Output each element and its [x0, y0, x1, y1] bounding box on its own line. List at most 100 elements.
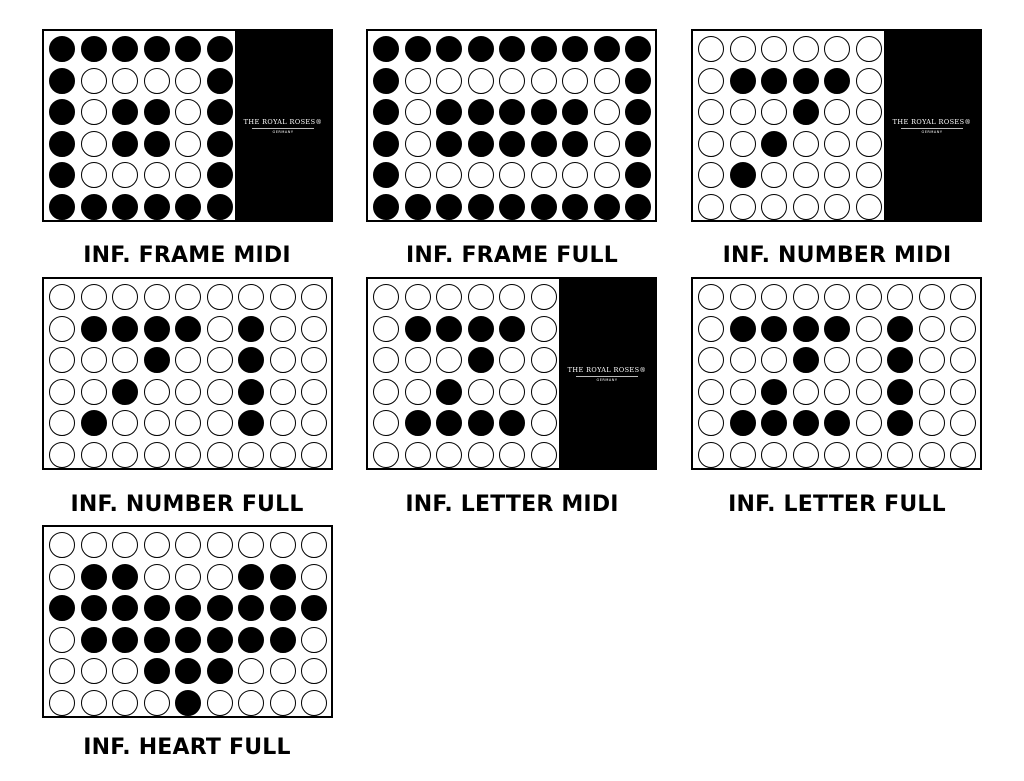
- empty-bubble: [301, 284, 327, 310]
- empty-bubble: [950, 315, 976, 342]
- empty-bubble: [436, 441, 462, 468]
- filled-bubble: [530, 193, 557, 220]
- empty-bubble: [112, 347, 138, 373]
- empty-bubble: [950, 284, 976, 310]
- empty-bubble: [301, 626, 327, 653]
- empty-bubble: [824, 130, 850, 157]
- empty-bubble: [855, 130, 882, 157]
- empty-bubble: [80, 67, 107, 94]
- empty-bubble: [562, 67, 588, 94]
- empty-bubble: [404, 130, 431, 157]
- filled-bubble: [729, 67, 756, 94]
- filled-bubble: [499, 130, 525, 157]
- empty-bubble: [824, 36, 850, 62]
- empty-bubble: [761, 99, 787, 125]
- empty-bubble: [761, 162, 787, 188]
- empty-bubble: [824, 441, 850, 468]
- empty-bubble: [143, 410, 170, 436]
- caption-frame-midi: INF. FRAME MIDI: [83, 243, 291, 268]
- empty-bubble: [206, 532, 233, 558]
- empty-bubble: [436, 162, 462, 188]
- filled-bubble: [80, 36, 107, 62]
- empty-bubble: [206, 410, 233, 436]
- empty-bubble: [530, 67, 557, 94]
- empty-bubble: [301, 441, 327, 468]
- empty-bubble: [373, 347, 399, 373]
- filled-bubble: [80, 595, 107, 621]
- empty-bubble: [499, 284, 525, 310]
- empty-bubble: [404, 441, 431, 468]
- filled-bubble: [112, 563, 138, 590]
- empty-bubble: [499, 378, 525, 405]
- filled-bubble: [301, 595, 327, 621]
- filled-bubble: [887, 410, 913, 436]
- empty-bubble: [404, 284, 431, 310]
- filled-bubble: [175, 658, 201, 684]
- filled-bubble: [625, 67, 651, 94]
- empty-bubble: [593, 162, 620, 188]
- filled-bubble: [499, 193, 525, 220]
- empty-bubble: [112, 410, 138, 436]
- filled-bubble: [80, 315, 107, 342]
- empty-bubble: [80, 162, 107, 188]
- empty-bubble: [855, 36, 882, 62]
- empty-bubble: [698, 441, 724, 468]
- empty-bubble: [761, 193, 787, 220]
- empty-bubble: [373, 284, 399, 310]
- brand-panel: THE ROYAL ROSES® GERMANY: [884, 31, 980, 220]
- filled-bubble: [206, 162, 233, 188]
- empty-bubble: [761, 284, 787, 310]
- empty-bubble: [49, 378, 75, 405]
- empty-bubble: [80, 99, 107, 125]
- empty-bubble: [593, 99, 620, 125]
- empty-bubble: [530, 378, 557, 405]
- empty-bubble: [112, 658, 138, 684]
- filled-bubble: [143, 347, 170, 373]
- empty-bubble: [436, 284, 462, 310]
- empty-bubble: [206, 563, 233, 590]
- empty-bubble: [238, 284, 264, 310]
- empty-bubble: [499, 67, 525, 94]
- empty-bubble: [467, 162, 494, 188]
- empty-bubble: [950, 410, 976, 436]
- filled-bubble: [175, 689, 201, 716]
- filled-bubble: [436, 130, 462, 157]
- empty-bubble: [499, 347, 525, 373]
- product-box-heart-full: [42, 525, 333, 718]
- filled-bubble: [238, 378, 264, 405]
- empty-bubble: [698, 347, 724, 373]
- empty-bubble: [301, 378, 327, 405]
- brand-name: THE ROYAL ROSES®: [892, 117, 972, 126]
- empty-bubble: [530, 315, 557, 342]
- caption-frame-full: INF. FRAME FULL: [406, 243, 618, 268]
- filled-bubble: [238, 347, 264, 373]
- empty-bubble: [373, 441, 399, 468]
- brand-panel: THE ROYAL ROSES® GERMANY: [559, 279, 655, 468]
- empty-bubble: [467, 378, 494, 405]
- filled-bubble: [467, 99, 494, 125]
- filled-bubble: [112, 595, 138, 621]
- filled-bubble: [143, 99, 170, 125]
- empty-bubble: [792, 193, 819, 220]
- filled-bubble: [887, 315, 913, 342]
- empty-bubble: [238, 441, 264, 468]
- empty-bubble: [301, 347, 327, 373]
- empty-bubble: [112, 284, 138, 310]
- empty-bubble: [792, 284, 819, 310]
- empty-bubble: [698, 410, 724, 436]
- empty-bubble: [467, 284, 494, 310]
- filled-bubble: [238, 626, 264, 653]
- filled-bubble: [49, 36, 75, 62]
- empty-bubble: [761, 441, 787, 468]
- empty-bubble: [918, 410, 945, 436]
- empty-bubble: [206, 315, 233, 342]
- empty-bubble: [49, 626, 75, 653]
- empty-bubble: [855, 67, 882, 94]
- filled-bubble: [467, 410, 494, 436]
- filled-bubble: [562, 193, 588, 220]
- product-box-letter-full: [691, 277, 982, 470]
- filled-bubble: [625, 130, 651, 157]
- empty-bubble: [143, 441, 170, 468]
- filled-bubble: [206, 67, 233, 94]
- empty-bubble: [824, 378, 850, 405]
